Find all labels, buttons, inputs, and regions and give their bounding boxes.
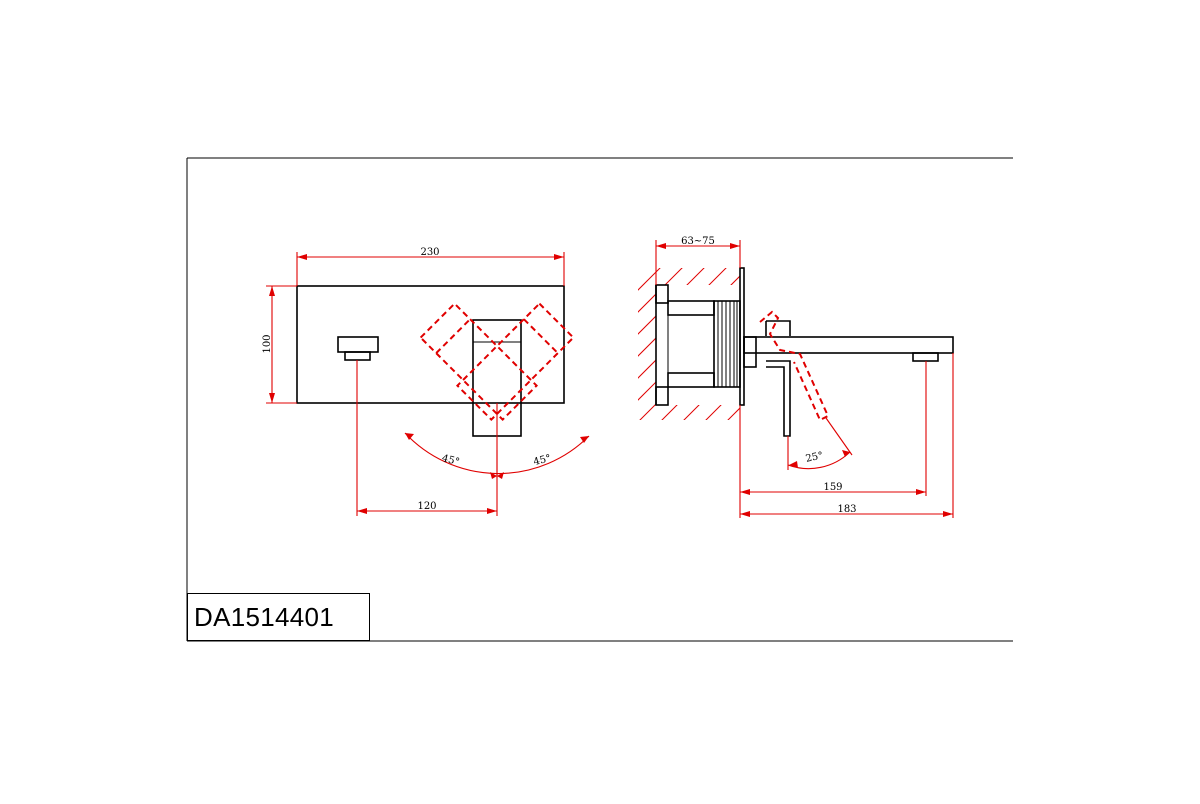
dim-angle-left: 45° bbox=[441, 453, 461, 468]
side-lever bbox=[766, 320, 791, 336]
title-block: DA1514401 bbox=[187, 593, 370, 641]
wall-plate-outline bbox=[296, 285, 565, 404]
side-spout-outlet bbox=[912, 352, 939, 362]
dim-angle-right: 45° bbox=[532, 453, 552, 468]
rotation-arc bbox=[404, 432, 590, 475]
dim-front-height: 100 bbox=[262, 334, 273, 353]
handle-rotation-left bbox=[455, 302, 575, 422]
dim-wall-depth: 63~75 bbox=[681, 236, 715, 247]
model-code: DA1514401 bbox=[194, 602, 335, 632]
dim-handle-offset: 120 bbox=[417, 501, 436, 512]
dim-side-angle: 25° bbox=[805, 450, 825, 464]
dim-front-width: 230 bbox=[420, 247, 439, 258]
dim-reach-short: 159 bbox=[823, 482, 842, 493]
front-view bbox=[266, 252, 590, 516]
side-view bbox=[638, 240, 954, 518]
side-spout bbox=[743, 336, 954, 354]
spout-outlet bbox=[344, 351, 371, 361]
spout-outline bbox=[337, 336, 379, 353]
handle-rotation-right bbox=[419, 302, 539, 422]
dim-reach-long: 183 bbox=[837, 504, 856, 515]
side-lever-rotated bbox=[759, 310, 830, 422]
valve-body bbox=[655, 284, 741, 406]
drawing-frame bbox=[186, 157, 1013, 642]
side-angle-arc bbox=[787, 451, 851, 470]
